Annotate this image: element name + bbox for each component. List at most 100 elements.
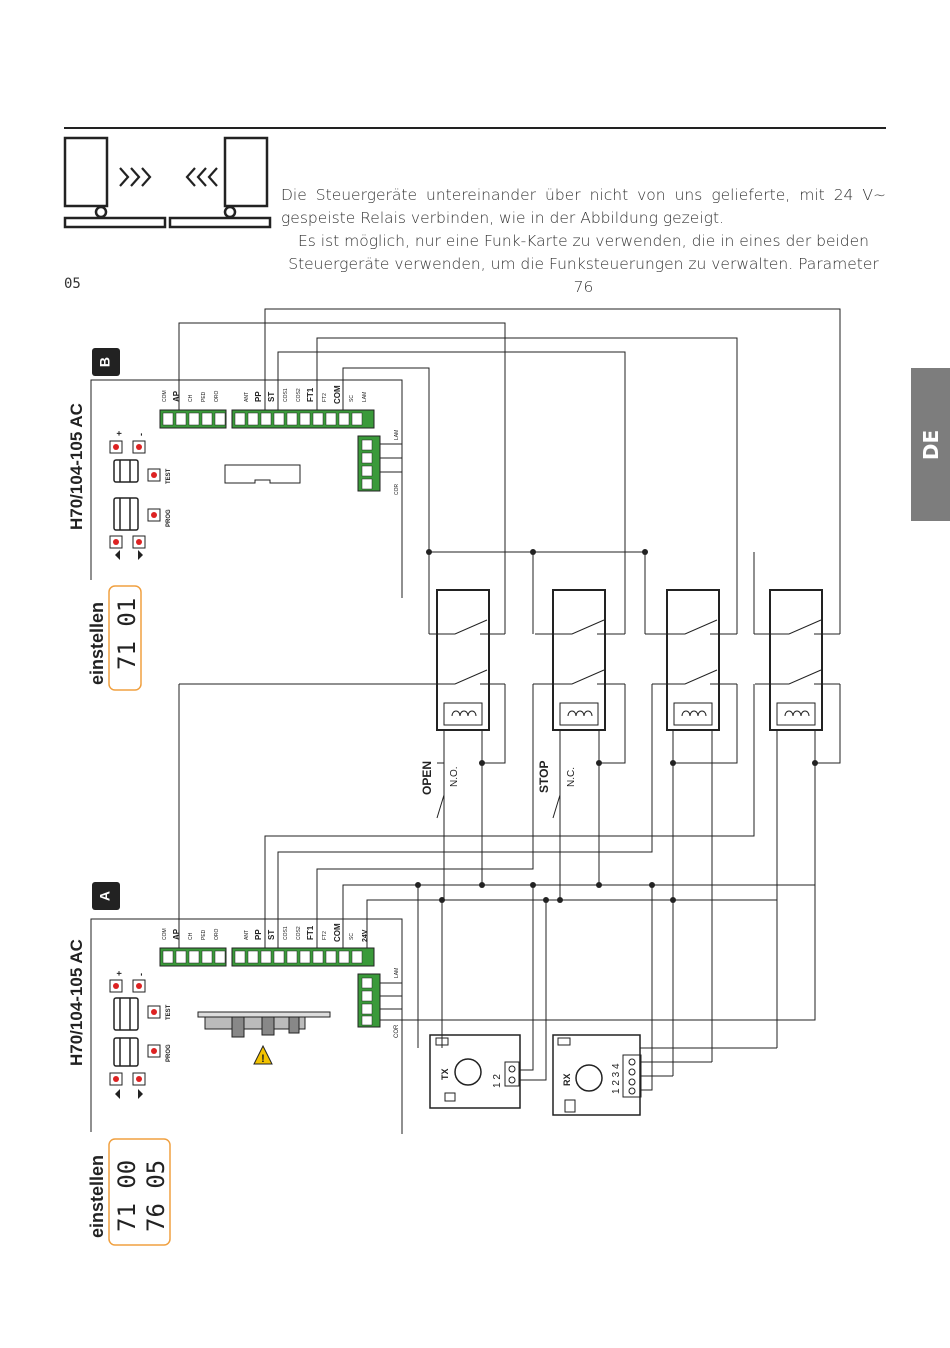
board-b-model: H70/104-105 AC <box>67 403 86 530</box>
warning-icon: ! <box>253 1044 273 1065</box>
board-a-terminal-block-left <box>159 947 227 967</box>
tx-pins: 1 2 <box>492 1074 503 1088</box>
board-a-minus-button[interactable] <box>132 979 146 993</box>
b-term-st: ST <box>267 392 276 402</box>
a-btn-minus-label: - <box>136 973 146 976</box>
rx-label: RX <box>562 1073 572 1086</box>
b-term-ft2: FT2 <box>322 393 328 402</box>
a-term-ch: CH <box>188 932 194 940</box>
b-btn-plus-label: + <box>114 431 124 436</box>
a-term-ft1: FT1 <box>306 925 315 940</box>
relays <box>436 589 823 731</box>
intro-line-2: Es ist möglich, nur eine Funk-Karte zu v… <box>288 232 879 296</box>
b-term-oro: ORO <box>214 391 220 403</box>
radio-card-connector <box>197 1011 331 1038</box>
sliding-gate-icon <box>63 136 272 229</box>
board-b-plus-button[interactable] <box>109 440 123 454</box>
rx-pins: 1 2 3 4 <box>611 1063 622 1094</box>
board-b-display <box>108 585 142 691</box>
tx-label: TX <box>440 1068 450 1080</box>
board-b-prog-button[interactable] <box>147 508 161 522</box>
board-a-badge-label: A <box>97 891 113 901</box>
b-term-cos2: COS2 <box>296 388 302 402</box>
a-term-com2: COM <box>333 923 342 942</box>
b-term-ch: CH <box>188 394 194 402</box>
b-term-com2: COM <box>333 385 342 404</box>
a-term-ap: AP <box>172 928 181 940</box>
a-term-ped: PED <box>201 929 207 940</box>
a-btn-plus-label: + <box>114 971 124 976</box>
b-aux-lam: LAM <box>394 430 400 440</box>
a-term-ft2: FT2 <box>322 931 328 940</box>
open-label: OPEN <box>420 761 434 795</box>
b-term-cos1: COS1 <box>283 388 289 402</box>
board-b-badge-label: B <box>97 357 113 367</box>
relay-2 <box>552 589 606 731</box>
a-btn-test-label: TEST <box>166 1004 172 1020</box>
board-a-right-button[interactable] <box>132 1072 146 1086</box>
board-a-display-value-2: 76 05 <box>142 1160 170 1232</box>
board-b-terminal-block-right <box>231 409 375 429</box>
header-rule <box>64 127 886 129</box>
language-tab[interactable]: DE <box>911 368 950 521</box>
b-term-ped: PED <box>201 391 207 402</box>
b-term-com1: COM <box>162 390 168 402</box>
b-term-lam-top: LAM <box>362 392 368 402</box>
board-a-badge <box>92 882 120 910</box>
board-a-prog-button[interactable] <box>147 1044 161 1058</box>
b-btn-minus-label: - <box>136 433 146 436</box>
board-a-terminal-block-right <box>231 947 375 967</box>
a-term-cos1: COS1 <box>283 926 289 940</box>
b-term-pp: PP <box>254 391 263 402</box>
intro-text: Die Steuergeräte untereinander über nich… <box>281 184 886 299</box>
a-term-ant: ANT <box>244 930 250 940</box>
board-b-badge <box>92 348 120 376</box>
board-b-test-button[interactable] <box>147 468 161 482</box>
b-term-sc: SC <box>349 395 355 402</box>
board-a-plus-button[interactable] <box>109 979 123 993</box>
board-a-left-button[interactable] <box>109 1072 123 1086</box>
b-term-ant: ANT <box>244 392 250 402</box>
b-btn-prog-label: PROG <box>166 509 172 527</box>
a-term-st: ST <box>267 930 276 940</box>
a-term-com1: COM <box>162 928 168 940</box>
board-b-display-value: 71 01 <box>113 598 141 670</box>
board-b-minus-button[interactable] <box>132 440 146 454</box>
board-a-setting-label: einstellen <box>87 1155 107 1238</box>
stop-label: STOP <box>537 761 551 793</box>
wiring <box>178 308 841 1091</box>
tx-module <box>429 1034 521 1109</box>
a-term-cos2: COS2 <box>296 926 302 940</box>
board-b-left-button[interactable] <box>109 535 123 549</box>
svg-text:!: ! <box>261 1053 265 1065</box>
relay-1 <box>436 589 490 731</box>
a-term-pp: PP <box>254 929 263 940</box>
a-term-24v: 24V <box>362 929 369 942</box>
figure-number: 05 <box>64 276 81 292</box>
a-aux-lam: LAM <box>394 968 400 978</box>
open-type-label: N.O. <box>449 766 460 787</box>
b-term-ap: AP <box>172 390 181 402</box>
board-b: B H70/104-105 AC einstellen 71 01 COM AP… <box>67 348 403 691</box>
board-a-test-button[interactable] <box>147 1005 161 1019</box>
junctions <box>415 549 818 903</box>
a-btn-prog-label: PROG <box>166 1044 172 1062</box>
b-aux-cor: COR <box>394 484 400 496</box>
board-a-display <box>108 1138 171 1246</box>
board-b-setting-label: einstellen <box>87 602 107 685</box>
board-b-right-button[interactable] <box>132 535 146 549</box>
a-aux-cor: COR <box>394 1024 400 1038</box>
b-btn-test-label: TEST <box>166 468 172 484</box>
rx-module <box>552 1034 642 1116</box>
a-term-oro: ORO <box>214 929 220 941</box>
b-term-ft1: FT1 <box>306 387 315 402</box>
relay-3 <box>666 589 720 731</box>
board-a-model: H70/104-105 AC <box>67 939 86 1066</box>
board-a-display-value-1: 71 00 <box>113 1160 141 1232</box>
relay-4 <box>769 589 823 731</box>
board-b-terminal-block-left <box>159 409 227 429</box>
stop-type-label: N.C. <box>566 767 577 787</box>
intro-line-1: Die Steuergeräte untereinander über nich… <box>281 186 886 227</box>
board-a: A H70/104-105 AC einstellen 71 00 76 05 … <box>67 882 403 1246</box>
